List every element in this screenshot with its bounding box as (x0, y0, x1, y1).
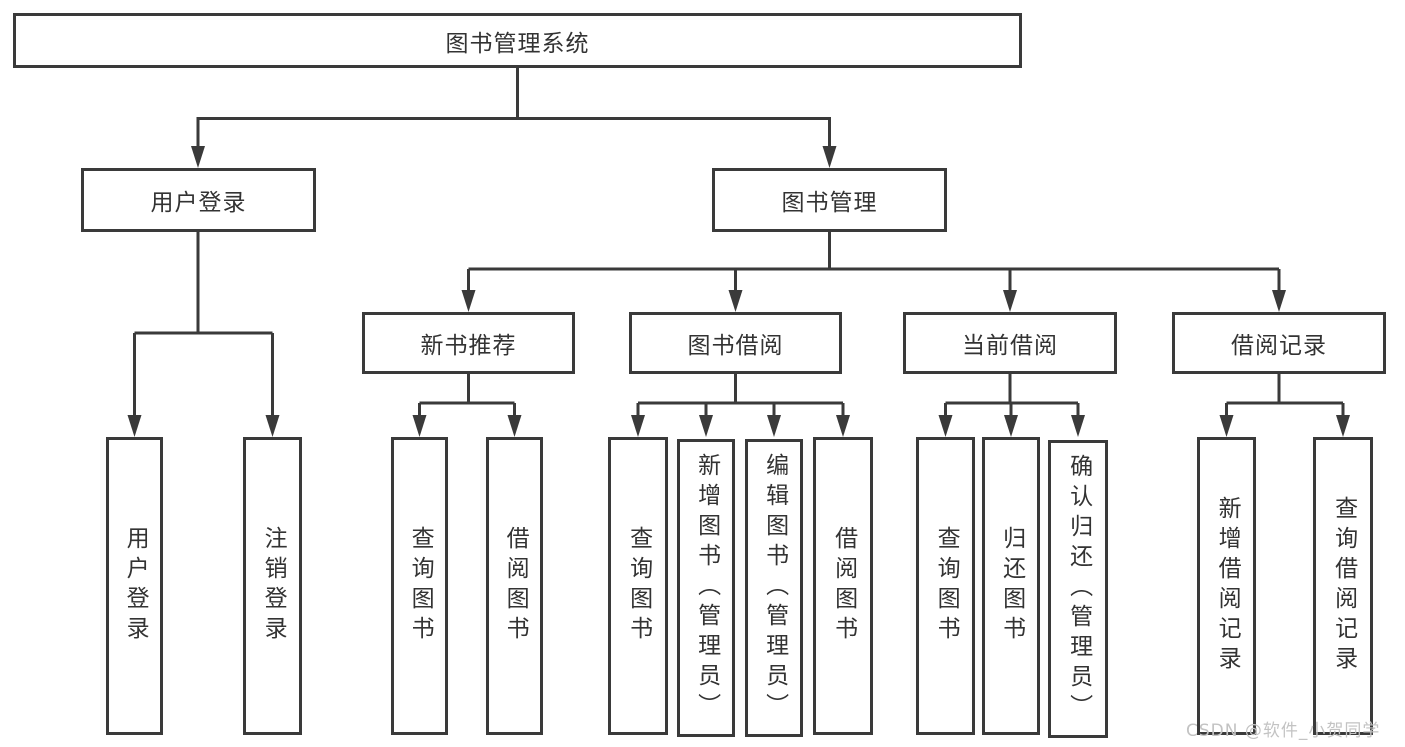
node-label: 图书管理 (781, 190, 878, 216)
leaf-edit-books-admin: 编辑图书（管理员） (745, 439, 803, 737)
leaf-return-books: 归还图书 (982, 437, 1040, 735)
node-current-borrowing: 当前借阅 (903, 312, 1117, 374)
node-label: 借阅记录 (1231, 333, 1327, 359)
leaf-label: 新增图书（管理员） (693, 453, 720, 723)
node-label: 用户登录 (150, 190, 247, 216)
node-label: 图书借阅 (687, 333, 784, 359)
leaf-label: 归还图书 (998, 526, 1025, 646)
node-new-book-recommend: 新书推荐 (362, 312, 575, 374)
leaf-query-borrow-record: 查询借阅记录 (1313, 437, 1373, 735)
node-label: 新书推荐 (420, 333, 517, 359)
leaf-label: 查询图书 (933, 526, 960, 646)
csdn-watermark: CSDN @软件_小贺同学 (1186, 721, 1381, 741)
node-label: 图书管理系统 (445, 30, 590, 57)
leaf-label: 新增借阅记录 (1214, 496, 1241, 676)
node-root-system: 图书管理系统 (13, 13, 1022, 68)
node-borrowing-records: 借阅记录 (1172, 312, 1386, 374)
leaf-query-books-current: 查询图书 (916, 437, 975, 735)
leaf-confirm-return-admin: 确认归还（管理员） (1048, 440, 1108, 738)
leaf-label: 确认归还（管理员） (1065, 454, 1092, 724)
leaf-label: 查询借阅记录 (1330, 496, 1357, 676)
leaf-add-borrow-record: 新增借阅记录 (1197, 437, 1256, 735)
leaf-label: 查询图书 (625, 526, 652, 646)
leaf-label: 注销登录 (260, 526, 287, 646)
leaf-label: 借阅图书 (830, 526, 857, 646)
leaf-label: 用户登录 (122, 526, 149, 646)
leaf-label: 查询图书 (407, 526, 434, 646)
leaf-borrow-books: 借阅图书 (813, 437, 873, 735)
leaf-label: 借阅图书 (502, 526, 529, 646)
leaf-query-books-borrowing: 查询图书 (608, 437, 668, 735)
leaf-query-books-recommend: 查询图书 (391, 437, 448, 735)
node-label: 当前借阅 (962, 333, 1058, 359)
node-user-login: 用户登录 (81, 168, 316, 232)
node-book-borrowing: 图书借阅 (629, 312, 842, 374)
leaf-user-login: 用户登录 (106, 437, 163, 735)
node-book-management: 图书管理 (712, 168, 947, 232)
leaf-logout: 注销登录 (243, 437, 302, 735)
leaf-label: 编辑图书（管理员） (761, 453, 788, 723)
leaf-add-books-admin: 新增图书（管理员） (677, 439, 735, 737)
leaf-borrow-books-recommend: 借阅图书 (486, 437, 543, 735)
